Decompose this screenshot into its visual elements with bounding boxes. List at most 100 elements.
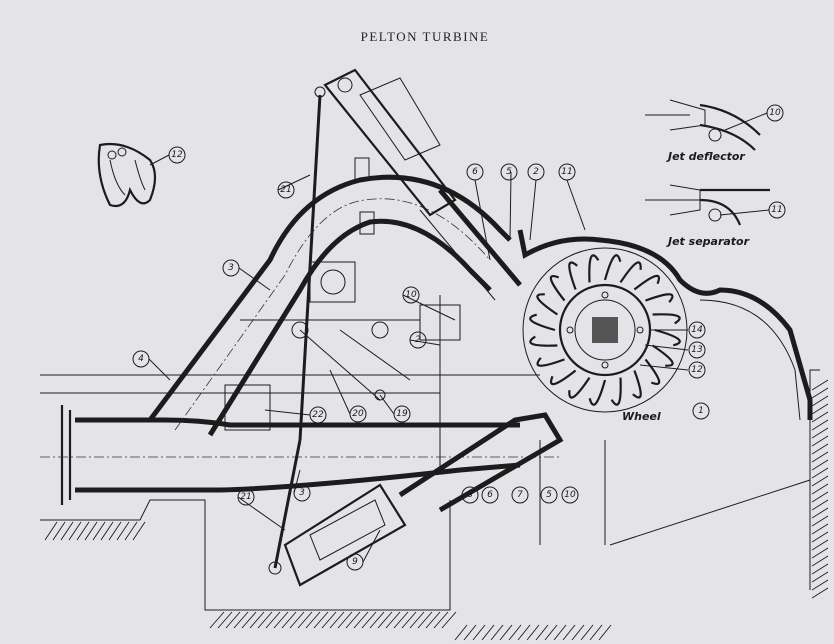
hatch-line	[100, 521, 114, 541]
svg-text:5: 5	[506, 167, 512, 177]
upper-branch-pipe	[148, 157, 512, 437]
hatch-line	[571, 624, 585, 641]
svg-text:9: 9	[352, 557, 358, 567]
svg-text:20: 20	[352, 409, 364, 419]
hatch-line	[454, 624, 468, 641]
hatch-line	[417, 611, 433, 629]
wheel-bucket	[550, 369, 577, 386]
hatch-line	[811, 507, 829, 519]
hatch-line	[385, 611, 401, 629]
hatch-line	[361, 611, 377, 629]
hatch-line	[811, 403, 829, 415]
hatch-line	[811, 523, 829, 535]
hatch-line	[811, 427, 829, 439]
wheel-bucket	[529, 335, 558, 347]
svg-text:1: 1	[698, 406, 704, 416]
svg-text:11: 11	[771, 205, 782, 215]
hatch-line	[76, 521, 90, 541]
callout-4: 4	[132, 350, 150, 368]
hatch-line	[273, 611, 289, 629]
hatch-line	[116, 521, 130, 541]
hatch-line	[241, 611, 257, 629]
hatch-line	[811, 539, 829, 551]
hatch-line	[499, 624, 513, 641]
hatch-line	[68, 521, 82, 541]
hatch-line	[84, 521, 98, 541]
callout-3a: 3	[222, 259, 240, 277]
hatch-line	[249, 611, 265, 629]
hatch-line	[433, 611, 449, 629]
svg-text:10: 10	[769, 108, 781, 118]
callout-22: 22	[309, 406, 327, 424]
caption-wheel: Wheel	[622, 410, 661, 423]
hatch-line	[811, 419, 829, 431]
hatch-line	[281, 611, 297, 629]
wheel-bucket	[568, 376, 591, 399]
hatch-line	[44, 521, 58, 541]
wheel-bucket	[568, 261, 578, 290]
hatch-line	[811, 491, 829, 503]
svg-text:3: 3	[299, 488, 305, 498]
wheel-bucket	[588, 379, 607, 406]
wheel-bucket	[633, 274, 660, 291]
hatch-line	[401, 611, 417, 629]
hatch-line	[535, 624, 549, 641]
hatch-line	[409, 611, 425, 629]
hatch-line	[811, 379, 829, 391]
wheel-bucket	[536, 357, 565, 367]
hatch-line	[811, 531, 829, 543]
hatch-line	[217, 611, 233, 629]
hatch-line	[811, 467, 829, 479]
callout-9: 9	[346, 553, 364, 571]
svg-text:3: 3	[228, 263, 234, 273]
hatch-line	[562, 624, 576, 641]
hatch-line	[92, 521, 106, 541]
hatch-line	[811, 395, 829, 407]
svg-text:6: 6	[472, 167, 478, 177]
callout-6b: 6	[481, 486, 499, 504]
svg-text:8: 8	[467, 490, 473, 500]
svg-text:11: 11	[561, 167, 572, 177]
hatch-line	[811, 515, 829, 527]
callout-12b: 12	[688, 361, 706, 379]
callout-7: 7	[511, 486, 529, 504]
hatch-line	[811, 587, 829, 599]
lower-nozzle-servo	[268, 412, 564, 587]
caption-jet-deflector: Jet deflector	[666, 150, 745, 163]
svg-text:21: 21	[280, 185, 291, 195]
hatch-line	[233, 611, 249, 629]
upper-nozzle-servo	[298, 68, 522, 441]
hatch-line	[472, 624, 486, 641]
foundation-hatching	[40, 369, 829, 641]
hatch-line	[321, 611, 337, 629]
hatch-line	[377, 611, 393, 629]
callout-12a: 12	[168, 146, 186, 164]
hatch-line	[463, 624, 477, 641]
hatch-line	[598, 624, 612, 641]
callout-19: 19	[393, 405, 411, 423]
hatch-line	[811, 411, 829, 423]
leader-lines	[148, 112, 770, 563]
hatch-line	[481, 624, 495, 641]
hatch-line	[124, 521, 138, 541]
hatch-line	[544, 624, 558, 641]
wheel-bucket	[529, 313, 556, 332]
hatch-line	[52, 521, 66, 541]
svg-text:19: 19	[396, 409, 408, 419]
svg-text:12: 12	[171, 150, 183, 160]
drawing-title: PELTON TURBINE	[361, 29, 490, 44]
callout-1: 1	[692, 402, 710, 420]
hatch-line	[441, 611, 457, 629]
hatch-line	[490, 624, 504, 641]
hatch-line	[108, 521, 122, 541]
svg-text:10: 10	[564, 490, 576, 500]
svg-text:7: 7	[517, 490, 523, 500]
hatch-line	[811, 555, 829, 567]
svg-text:2: 2	[415, 335, 421, 345]
hatch-line	[811, 571, 829, 583]
hatch-line	[225, 611, 241, 629]
wheel-bucket	[549, 275, 566, 302]
hatch-line	[811, 499, 829, 511]
